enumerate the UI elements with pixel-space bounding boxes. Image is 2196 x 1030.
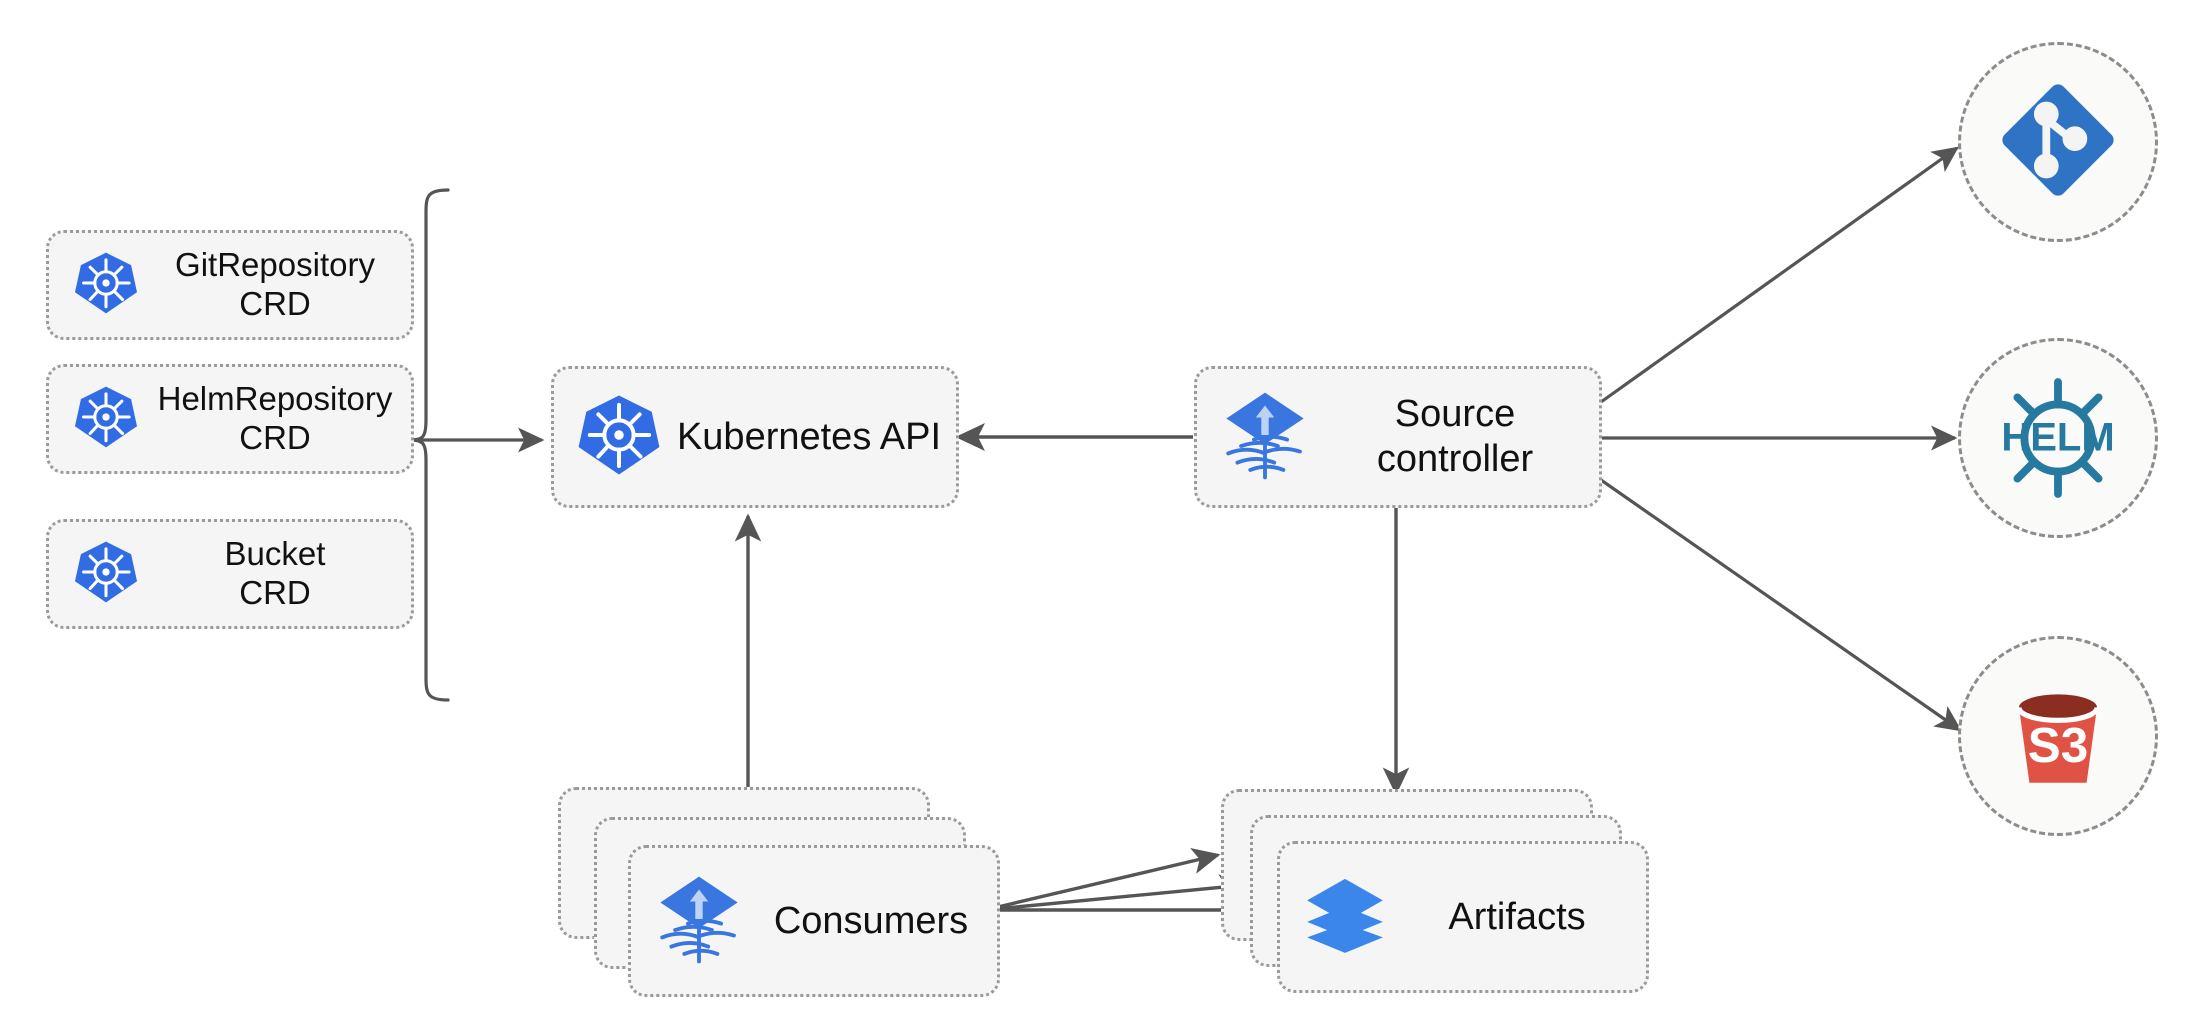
artifacts-label: Artifacts [1448, 895, 1586, 938]
source-controller-label: Source controller [1376, 393, 1534, 480]
svg-text:S3: S3 [2028, 718, 2088, 773]
git-endpoint-node[interactable] [1958, 42, 2158, 242]
git-icon [1993, 75, 2123, 210]
helm-label: HELM [2001, 415, 2115, 460]
kubernetes-api-label: Kubernetes API [676, 415, 942, 458]
helm-icon: HELM [1988, 368, 2128, 508]
kubernetes-api-node[interactable]: Kubernetes API [551, 366, 959, 508]
kubernetes-icon [576, 392, 662, 483]
crd-label-gitrepository: GitRepository CRD [175, 246, 375, 322]
edge-source-controller-to-git [1600, 146, 1959, 404]
kubernetes-icon [73, 250, 139, 321]
flux-icon [1219, 389, 1311, 486]
crd-group-brace [408, 188, 450, 702]
layers-icon [1302, 872, 1388, 963]
flux-icon [653, 873, 745, 970]
consumers-label: Consumers [773, 899, 969, 942]
crd-node-helmrepository[interactable]: HelmRepository CRD [46, 364, 414, 474]
edge-source-controller-to-s3 [1600, 478, 1962, 732]
crd-node-gitrepository[interactable]: GitRepository CRD [46, 230, 414, 340]
kubernetes-icon [73, 539, 139, 610]
crd-label-helmrepository: HelmRepository CRD [157, 380, 393, 456]
s3-bucket-icon: S3 [1993, 671, 2123, 801]
crd-label-bucket: Bucket CRD [224, 535, 326, 611]
edge-consumers-to-artifacts-2 [984, 874, 1248, 912]
consumers-node[interactable]: Consumers [628, 845, 1000, 997]
source-controller-node[interactable]: Source controller [1194, 366, 1602, 508]
helm-endpoint-node[interactable]: HELM [1958, 338, 2158, 538]
artifacts-node[interactable]: Artifacts [1277, 841, 1649, 993]
crd-node-bucket[interactable]: Bucket CRD [46, 519, 414, 629]
kubernetes-icon [73, 384, 139, 455]
edge-consumers-to-artifacts-1 [984, 847, 1221, 912]
s3-endpoint-node[interactable]: S3 [1958, 636, 2158, 836]
